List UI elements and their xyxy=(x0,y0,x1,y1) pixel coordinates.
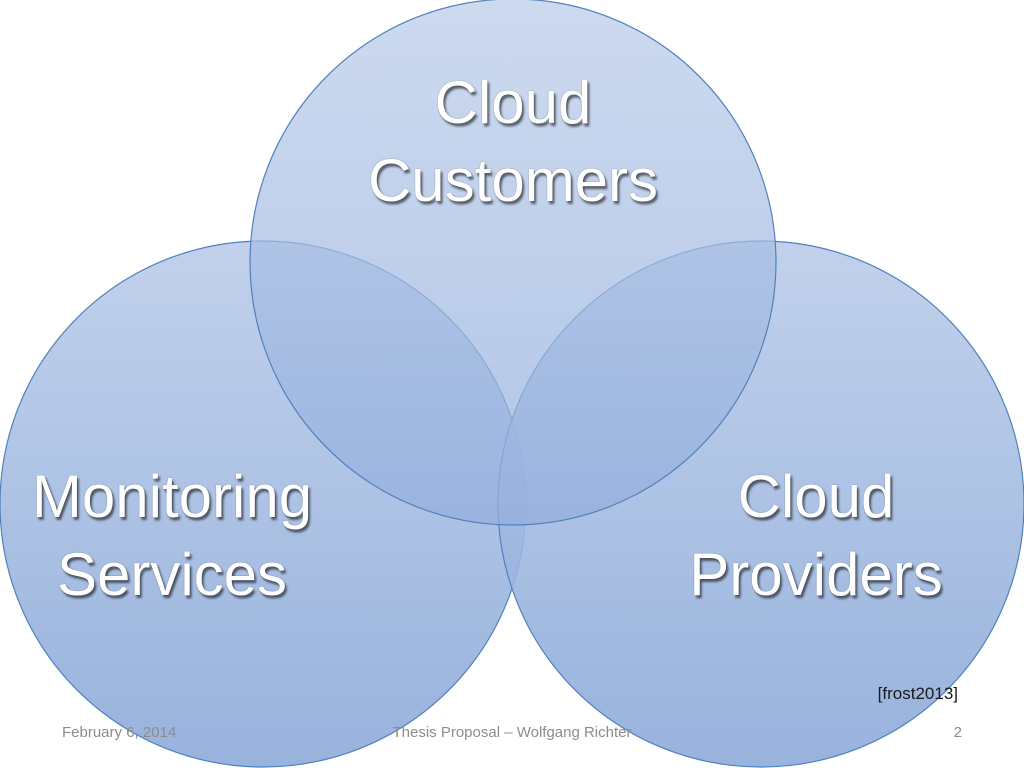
label-cloud-providers: Cloud Providers xyxy=(616,458,1016,614)
footer-title: Thesis Proposal – Wolfgang Richter xyxy=(392,724,632,741)
footer-page-number: 2 xyxy=(953,724,962,741)
label-monitoring-services: Monitoring Services xyxy=(0,458,372,614)
label-cloud-customers-line2: Customers xyxy=(367,147,659,214)
circle-cloud-customers xyxy=(249,0,777,526)
label-cloud-customers: Cloud Customers xyxy=(313,64,713,220)
label-monitoring-services-line2: Services xyxy=(56,541,288,608)
label-cloud-providers-line1: Cloud xyxy=(737,463,895,530)
label-cloud-customers-line1: Cloud xyxy=(434,69,592,136)
label-monitoring-services-line1: Monitoring xyxy=(31,463,313,530)
footer-date: February 6, 2014 xyxy=(62,724,177,741)
label-cloud-providers-line2: Providers xyxy=(689,541,943,608)
citation: [frost2013] xyxy=(877,684,958,703)
